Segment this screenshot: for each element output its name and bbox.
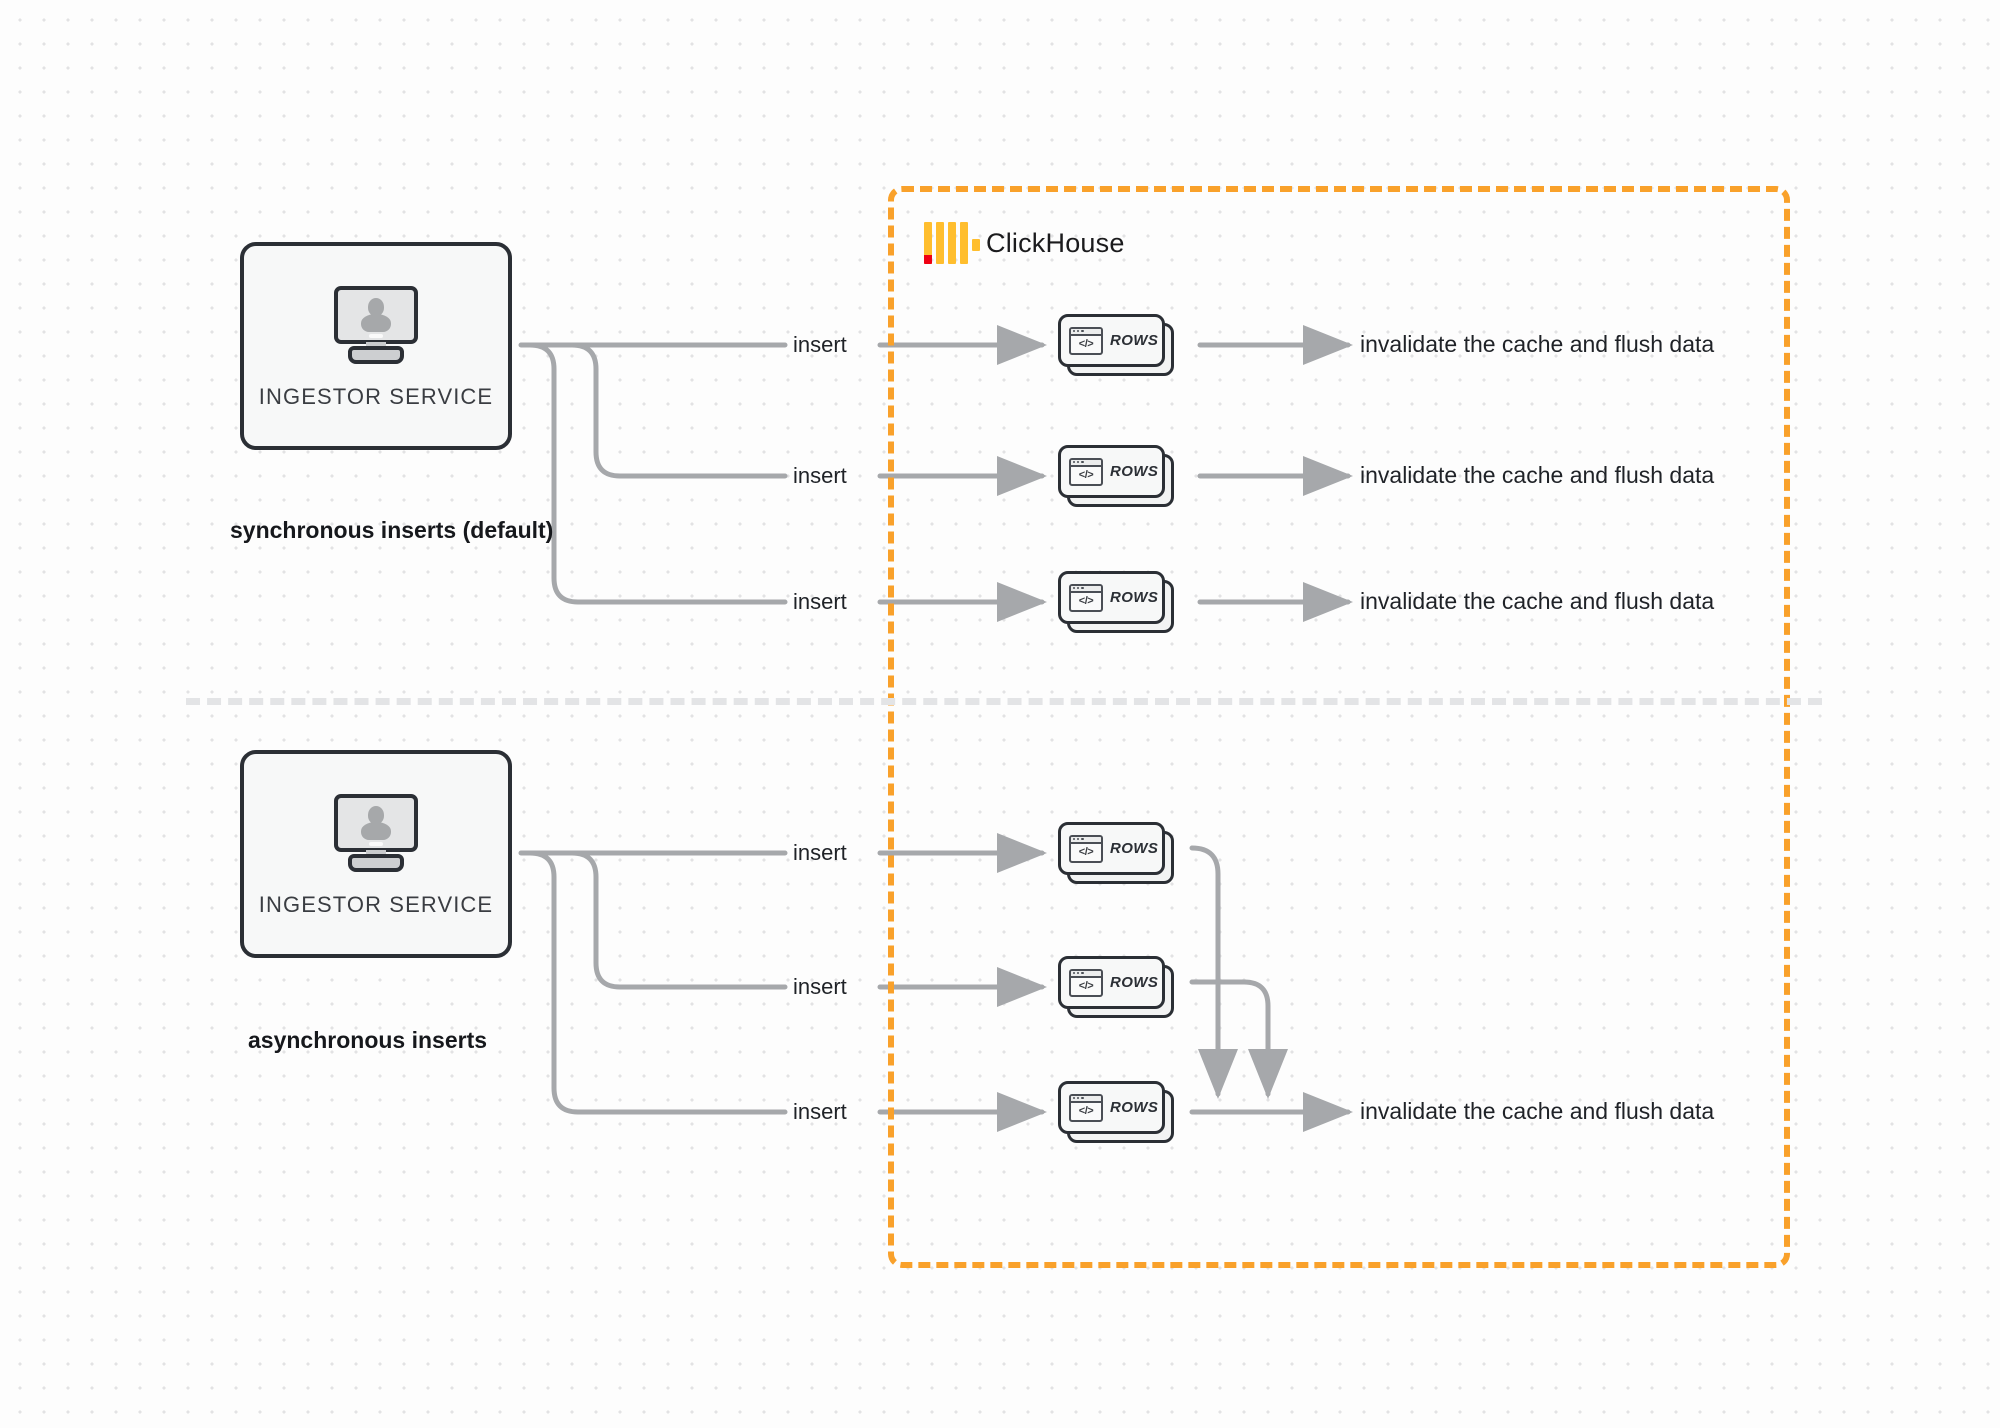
rows-node-label: ROWS	[1110, 463, 1159, 480]
rows-node-async-3[interactable]: </> ROWS	[1058, 1081, 1174, 1143]
ingestor-service-node-sync[interactable]: INGESTOR SERVICE	[240, 242, 512, 450]
out-label-async: invalidate the cache and flush data	[1360, 1098, 1715, 1124]
clickhouse-logo-icon	[924, 222, 980, 264]
wire-sync-branch-3	[527, 342, 788, 605]
edge-label-sync-insert-2: insert	[793, 463, 847, 488]
ingestor-service-label: INGESTOR SERVICE	[258, 892, 494, 917]
out-label-sync-3: invalidate the cache and flush data	[1360, 588, 1715, 614]
rows-node-label: ROWS	[1110, 589, 1159, 606]
code-window-icon: </>	[1069, 457, 1103, 486]
rows-node-sync-1[interactable]: </> ROWS	[1058, 314, 1174, 376]
code-window-icon: </>	[1069, 1093, 1103, 1122]
code-window-icon: </>	[1069, 326, 1103, 355]
clickhouse-brand: ClickHouse	[924, 222, 1125, 264]
rows-node-label: ROWS	[1110, 974, 1159, 991]
rows-node-async-2[interactable]: </> ROWS	[1058, 956, 1174, 1018]
code-window-icon: </>	[1069, 834, 1103, 863]
edge-label-sync-insert-3: insert	[793, 589, 847, 614]
group-label-asynchronous: asynchronous inserts	[248, 1027, 488, 1053]
edge-label-async-insert-1: insert	[793, 840, 847, 865]
section-divider	[186, 698, 1822, 705]
edge-label-async-insert-2: insert	[793, 974, 847, 999]
rows-node-async-1[interactable]: </> ROWS	[1058, 822, 1174, 884]
rows-node-sync-3[interactable]: </> ROWS	[1058, 571, 1174, 633]
clickhouse-boundary	[888, 186, 1790, 1268]
out-label-sync-1: invalidate the cache and flush data	[1360, 331, 1715, 357]
edge-label-sync-insert-1: insert	[793, 332, 847, 357]
monitor-user-icon	[328, 794, 424, 874]
edge-label-async-insert-3: insert	[793, 1099, 847, 1124]
ingestor-service-node-async[interactable]: INGESTOR SERVICE	[240, 750, 512, 958]
group-label-synchronous: synchronous inserts (default)	[230, 517, 554, 543]
ingestor-service-label: INGESTOR SERVICE	[258, 384, 494, 409]
wire-sync-branch-2	[569, 342, 788, 479]
code-window-icon: </>	[1069, 583, 1103, 612]
wire-async-branch-2	[569, 850, 788, 990]
wire-async-branch-3	[527, 850, 788, 1115]
code-window-icon: </>	[1069, 968, 1103, 997]
rows-node-label: ROWS	[1110, 332, 1159, 349]
out-label-sync-2: invalidate the cache and flush data	[1360, 462, 1715, 488]
rows-node-label: ROWS	[1110, 840, 1159, 857]
monitor-user-icon	[328, 286, 424, 366]
rows-node-label: ROWS	[1110, 1099, 1159, 1116]
rows-node-sync-2[interactable]: </> ROWS	[1058, 445, 1174, 507]
clickhouse-label: ClickHouse	[986, 227, 1125, 258]
